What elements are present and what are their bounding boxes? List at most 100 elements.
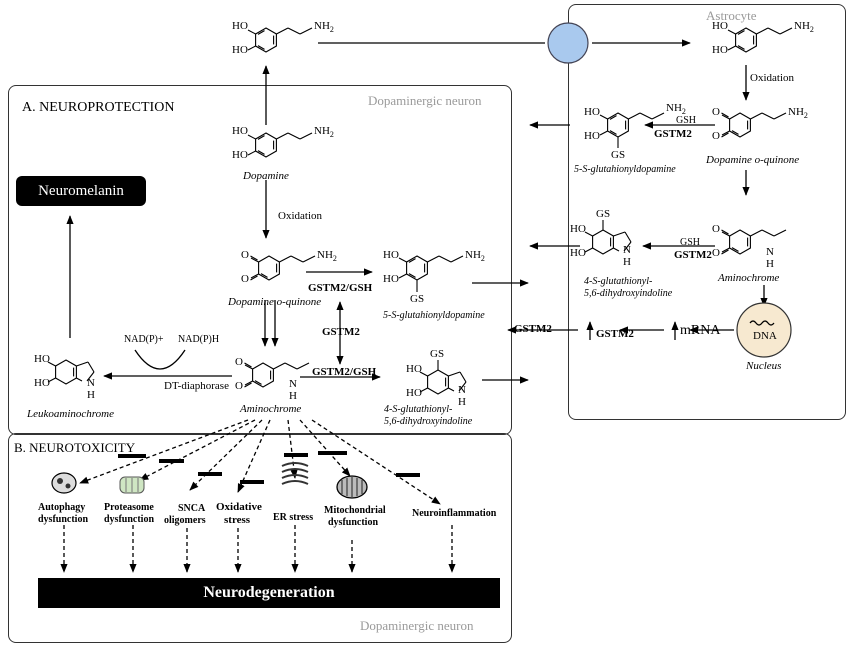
atom-o-8: O bbox=[712, 247, 720, 259]
atom-ho-11: HO bbox=[712, 20, 728, 32]
astro-aminochrome-label: Aminochrome bbox=[718, 272, 780, 284]
glutathionyldopamine-label: 5-S-glutahionyldopamine bbox=[383, 310, 485, 321]
atom-ho-14: HO bbox=[584, 130, 600, 142]
neuroprotection-title: A. NEUROPROTECTION bbox=[22, 100, 175, 115]
dopamine-structure bbox=[247, 132, 313, 158]
atom-gs-3: GS bbox=[611, 149, 626, 161]
atom-n-5: N bbox=[623, 244, 631, 256]
toxicity-oxidative-2: stress bbox=[224, 514, 251, 526]
atom-o-4: O bbox=[235, 380, 243, 392]
atom-nh2-5: NH2 bbox=[794, 20, 814, 35]
gstm2-secreted-label: GSTM2 bbox=[514, 323, 552, 335]
toxicity-mitochondria-2: dysfunction bbox=[328, 517, 379, 528]
toxicity-proteasome-2: dysfunction bbox=[104, 514, 155, 525]
atom-gs-2: GS bbox=[430, 348, 445, 360]
astro-glutathionyl-indoline-label-2: 5,6-dihydroxyindoline bbox=[584, 288, 673, 299]
astrocyte-box bbox=[568, 4, 846, 420]
dopamine-label: Dopamine bbox=[243, 170, 289, 182]
mitochondria-icon bbox=[336, 475, 368, 499]
dna-label: DNA bbox=[753, 330, 777, 342]
aminochrome-label: Aminochrome bbox=[240, 403, 302, 415]
atom-ho-16: HO bbox=[570, 247, 586, 259]
atom-gs-1: GS bbox=[410, 293, 425, 305]
astro-aminochrome-structure bbox=[720, 229, 787, 255]
atom-n-4: N bbox=[766, 246, 774, 258]
gstm2-label-center: GSTM2 bbox=[322, 326, 360, 338]
atom-ho-12: HO bbox=[712, 44, 728, 56]
toxicity-mitochondria-1: Mitochondrial bbox=[324, 505, 386, 516]
astro-quinone-structure bbox=[720, 112, 787, 138]
dopamine-quinone-label: Dopamine o-quinone bbox=[228, 296, 322, 308]
atom-nh2-2: NH2 bbox=[314, 125, 334, 140]
atom-ho-3: HO bbox=[232, 125, 248, 137]
neuroprotection-box bbox=[8, 85, 512, 435]
toxicity-inflammation-1: Neuroinflammation bbox=[412, 508, 497, 519]
astro-gstm2-label-1: GSTM2 bbox=[654, 128, 692, 140]
atom-h-3: H bbox=[458, 396, 466, 408]
atom-ho-8: HO bbox=[34, 377, 50, 389]
astro-oxidation-label: Oxidation bbox=[750, 72, 794, 84]
neurodegeneration-label: Neurodegeneration bbox=[203, 584, 335, 601]
atom-ho-4: HO bbox=[232, 149, 248, 161]
atom-nh2-3: NH2 bbox=[317, 249, 337, 264]
atom-h-1: H bbox=[289, 390, 297, 402]
toxic-arrow-autophagy bbox=[79, 419, 249, 484]
atom-o-5: O bbox=[712, 106, 720, 118]
astro-gstm2-label-2: GSTM2 bbox=[674, 249, 712, 261]
astrocyte-label: Astrocyte bbox=[706, 8, 757, 23]
toxic-arrow-mitochondria bbox=[299, 419, 351, 477]
atom-n-2: N bbox=[87, 377, 95, 389]
nucleus-label: Nucleus bbox=[746, 360, 782, 372]
neurodegeneration-box: Neurodegeneration bbox=[38, 578, 500, 608]
atom-gs-4: GS bbox=[596, 208, 611, 220]
atom-ho-5: HO bbox=[383, 249, 399, 261]
atom-ho-2: HO bbox=[232, 44, 248, 56]
atom-ho-13: HO bbox=[584, 106, 600, 118]
atom-nh2-7: NH2 bbox=[666, 102, 686, 117]
toxicity-proteasome-1: Proteasome bbox=[104, 502, 154, 513]
toxic-arrow-snca bbox=[189, 419, 263, 491]
neurotoxicity-title: B. NEUROTOXICITY bbox=[14, 440, 136, 455]
astro-gsh-label-1: GSH bbox=[676, 115, 697, 126]
atom-ho-6: HO bbox=[383, 273, 399, 285]
aminochrome-structure bbox=[243, 362, 310, 388]
neuromelanin-label: Neuromelanin bbox=[38, 183, 124, 199]
atom-o-1: O bbox=[241, 249, 249, 261]
dopamine-released-structure bbox=[247, 27, 313, 53]
astro-glutathionyldopamine-label: 5-S-glutahionyldopamine bbox=[574, 164, 676, 175]
atom-n-1: N bbox=[289, 378, 297, 390]
neuromelanin-box: Neuromelanin bbox=[16, 176, 146, 206]
proteasome-icon bbox=[119, 476, 145, 494]
toxicity-oxidative-1: Oxidative bbox=[216, 501, 262, 513]
atom-h-5: H bbox=[623, 256, 631, 268]
neuron-region-label-bottom: Dopaminergic neuron bbox=[360, 618, 474, 633]
glutathionyldopamine-structure bbox=[398, 255, 464, 281]
atom-n-3: N bbox=[458, 384, 466, 396]
leukoaminochrome-label: Leukoaminochrome bbox=[27, 408, 114, 420]
atom-h-2: H bbox=[87, 389, 95, 401]
atom-ho-7: HO bbox=[34, 353, 50, 365]
toxic-arrow-er bbox=[287, 419, 298, 479]
atom-o-7: O bbox=[712, 223, 720, 235]
atom-ho-10: HO bbox=[406, 387, 422, 399]
atom-ho-15: HO bbox=[570, 223, 586, 235]
atom-o-3: O bbox=[235, 356, 243, 368]
gstm2-gsh-label-2: GSTM2/GSH bbox=[312, 366, 377, 378]
oxidation-label: Oxidation bbox=[278, 210, 322, 222]
dopamine-quinone-structure bbox=[249, 255, 316, 281]
glutathionyl-indoline-label-1: 4-S-glutathionyl- bbox=[384, 404, 453, 415]
atom-nh2-6: NH2 bbox=[788, 106, 808, 121]
gstm2-gsh-label-1: GSTM2/GSH bbox=[308, 282, 373, 294]
atom-ho-1: HO bbox=[232, 20, 248, 32]
astro-glutathionyl-indoline-label-1: 4-S-glutathionyl- bbox=[584, 276, 653, 287]
toxicity-autophagy-2: dysfunction bbox=[38, 514, 89, 525]
mrna-label: mRNA bbox=[680, 323, 721, 338]
transporter-circle bbox=[547, 22, 589, 64]
astro-gsh-label-2: GSH bbox=[680, 237, 701, 248]
nadp-label: NAD(P)+ bbox=[124, 334, 164, 345]
er-icon bbox=[281, 462, 309, 485]
nucleus-circle bbox=[736, 302, 792, 358]
astro-quinone-label: Dopamine o-quinone bbox=[706, 154, 800, 166]
